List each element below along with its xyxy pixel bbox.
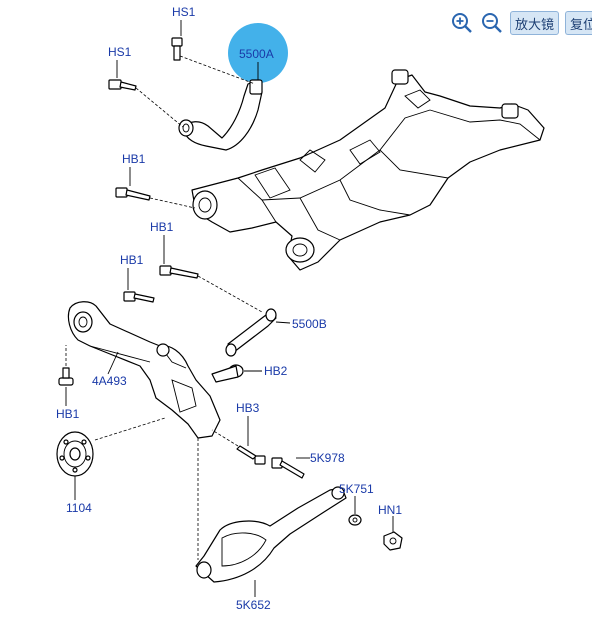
callout-hb1-d[interactable]: HB1	[56, 407, 80, 421]
leader-5500b	[275, 321, 291, 324]
leader-hs1-top	[179, 55, 256, 85]
callout-5500b[interactable]: 5500B	[292, 317, 327, 331]
zoom-in-button[interactable]	[450, 11, 474, 35]
bolt-5k978[interactable]	[271, 457, 305, 479]
callout-hb2[interactable]: HB2	[264, 364, 288, 378]
lateral-link-5500b[interactable]	[225, 308, 277, 357]
zoom-in-icon	[452, 13, 472, 33]
viewer-toolbar: 放大镜 复位	[450, 10, 593, 36]
trailing-arm-4a493[interactable]	[67, 301, 221, 439]
bolt-hs1-left[interactable]	[108, 79, 137, 91]
restore-button[interactable]: 复位	[565, 11, 593, 35]
bolt-hb1-c[interactable]	[123, 291, 155, 303]
bolt-hb3[interactable]	[236, 445, 266, 465]
leader-1104	[94, 417, 166, 441]
bolt-hb1-a[interactable]	[115, 187, 151, 201]
bolt-hs1-top[interactable]	[171, 37, 183, 61]
callout-4a493[interactable]: 4A493	[92, 374, 127, 388]
callout-hn1[interactable]: HN1	[378, 503, 402, 517]
leader-hb3	[211, 429, 239, 447]
callout-hb1-c[interactable]: HB1	[120, 253, 144, 267]
washer-5k751[interactable]	[348, 514, 362, 526]
callout-5k652[interactable]: 5K652	[236, 598, 271, 612]
callout-5500a[interactable]: 5500A	[239, 47, 274, 61]
callout-hb1-b[interactable]: HB1	[150, 220, 174, 234]
bolt-hb1-b[interactable]	[159, 265, 199, 279]
leader-4a493	[107, 351, 119, 375]
zoom-out-button[interactable]	[480, 11, 504, 35]
nut-hn1[interactable]	[383, 531, 403, 551]
lower-control-arm-5k652[interactable]	[195, 486, 347, 583]
rear-subframe	[191, 69, 545, 271]
callout-hs1-top[interactable]: HS1	[172, 5, 196, 19]
callout-5k751[interactable]: 5K751	[339, 482, 374, 496]
wheel-hub-1104[interactable]	[56, 431, 94, 477]
callout-1104[interactable]: 1104	[66, 501, 92, 515]
selected-part-highlight[interactable]	[228, 23, 288, 83]
zoom-out-icon	[482, 13, 502, 33]
callout-hb3[interactable]: HB3	[236, 401, 260, 415]
callout-hs1-left[interactable]: HS1	[108, 45, 132, 59]
magnifier-button[interactable]: 放大镜	[510, 11, 560, 35]
leader-hb1-a	[149, 197, 196, 209]
callout-5k978[interactable]: 5K978	[310, 451, 345, 465]
bushing-hb2[interactable]	[211, 364, 244, 383]
leader-hb1-b	[197, 275, 263, 313]
stud-hb1-d[interactable]	[58, 345, 74, 386]
callout-hb1-a[interactable]: HB1	[122, 152, 146, 166]
leader-hs1-left	[135, 87, 184, 128]
upper-control-arm-5500a[interactable]	[178, 79, 263, 151]
